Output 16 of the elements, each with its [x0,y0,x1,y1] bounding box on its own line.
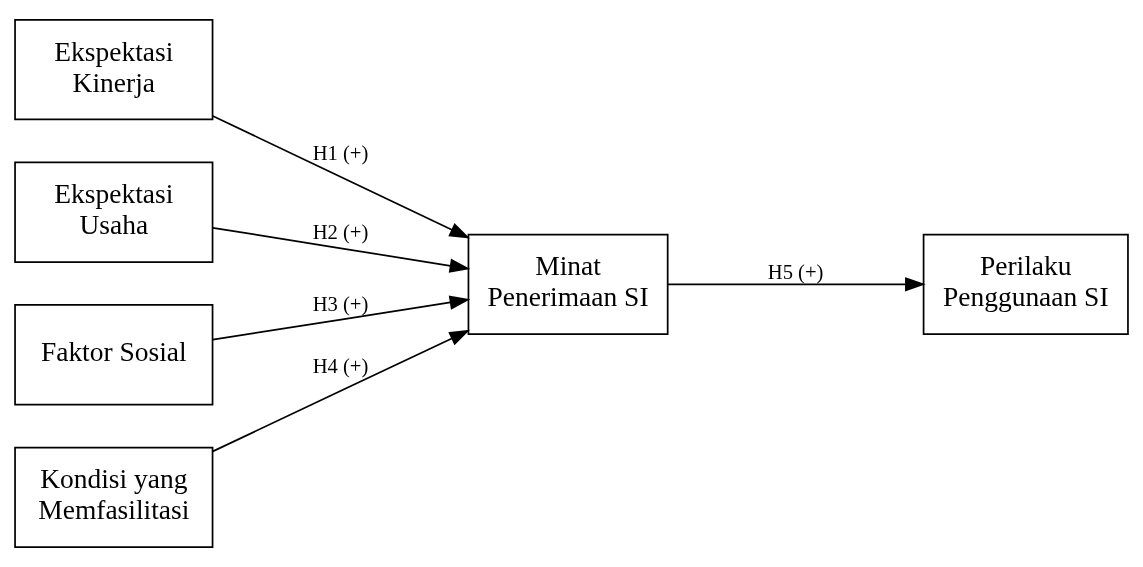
node-box: Kondisi yang Memfasilitasi [14,446,214,548]
node-box: Ekspektasi Usaha [14,161,214,263]
edge-label: H1 (+) [312,142,369,165]
edge-label: H2 (+) [312,221,369,244]
node-box: Faktor Sosial [14,304,214,406]
edge-label: H4 (+) [312,354,369,377]
arrow [666,277,926,292]
node-box: Ekspektasi Kinerja [14,19,214,121]
arrow [211,295,471,341]
arrow [211,226,471,273]
edge-label: H5 (+) [767,260,824,283]
edge-label: H3 (+) [312,293,369,316]
node-box: Perilaku Penggunaan SI [922,233,1129,336]
node-box: Minat Penerimaan SI [467,233,669,336]
arrow [211,329,471,453]
arrow [211,115,471,239]
